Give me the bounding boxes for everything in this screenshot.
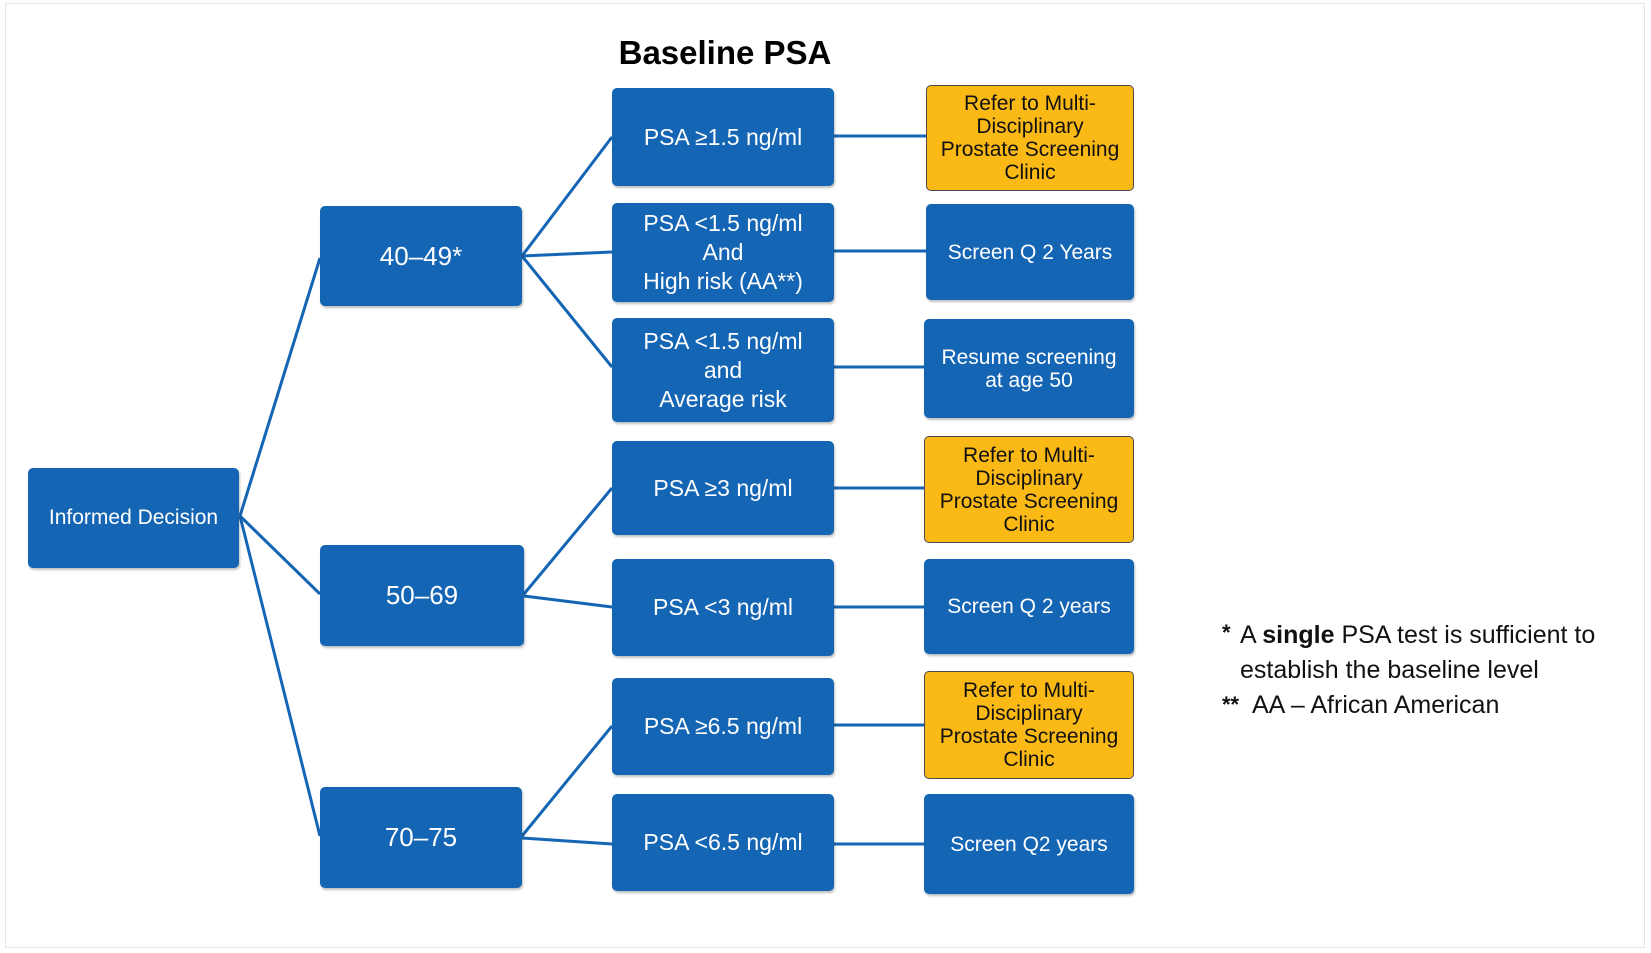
footnote-aa: ** AA – African American	[1222, 688, 1595, 723]
node-psa-lt-1-5-average-risk: PSA <1.5 ng/ml and Average risk	[612, 318, 834, 422]
diagram-frame	[5, 3, 1645, 948]
node-outcome-screen-q2-years: Screen Q2 years	[924, 794, 1134, 894]
footnotes: * A single PSA test is sufficient to esta…	[1222, 618, 1595, 723]
node-label: Informed Decision	[48, 506, 219, 529]
node-outcome-refer-clinic: Refer to Multi- Disciplinary Prostate Sc…	[924, 671, 1134, 779]
node-label: Screen Q 2 years	[947, 595, 1111, 618]
footnote-text-line2: establish the baseline level	[1240, 656, 1539, 684]
node-age-40-49: 40–49*	[320, 206, 522, 306]
footnote-text: AA – African American	[1252, 691, 1500, 719]
node-label: PSA <6.5 ng/ml	[643, 829, 803, 855]
node-outcome-refer-clinic: Refer to Multi- Disciplinary Prostate Sc…	[926, 85, 1134, 191]
connector-age1-psa2	[521, 250, 613, 258]
footnote-mark: **	[1222, 692, 1240, 717]
footnote-single-psa: * A single PSA test is sufficient to	[1222, 618, 1595, 653]
footnote-text-post: PSA test is sufficient to	[1334, 621, 1596, 649]
node-psa-lt-1-5-high-risk: PSA <1.5 ng/ml And High risk (AA**)	[612, 203, 834, 302]
node-outcome-screen-q2-years: Screen Q 2 Years	[926, 204, 1134, 300]
node-outcome-screen-q2-years: Screen Q 2 years	[924, 559, 1134, 654]
node-outcome-refer-clinic: Refer to Multi- Disciplinary Prostate Sc…	[924, 436, 1134, 543]
node-label: Screen Q2 years	[950, 832, 1108, 856]
node-psa-ge-6-5: PSA ≥6.5 ng/ml	[612, 678, 834, 775]
footnote-single-psa-line2: establish the baseline level	[1222, 653, 1595, 688]
node-label: PSA <3 ng/ml	[653, 594, 793, 620]
node-psa-ge-3: PSA ≥3 ng/ml	[612, 441, 834, 535]
connector-age2-psa4	[522, 487, 614, 595]
footnote-text-bold: single	[1262, 621, 1335, 649]
node-label: PSA <1.5 ng/ml And High risk (AA**)	[643, 210, 803, 294]
node-label: PSA <1.5 ng/ml and Average risk	[643, 327, 803, 412]
node-age-50-69: 50–69	[320, 545, 524, 646]
connector-age2-psa5	[523, 594, 613, 609]
connector-age3-psa7	[521, 836, 613, 846]
connector-root-age-1	[238, 257, 322, 517]
connector-root-age-2	[238, 514, 322, 596]
node-psa-ge-1-5: PSA ≥1.5 ng/ml	[612, 88, 834, 186]
connector-age1-psa1	[520, 136, 614, 257]
node-label: Refer to Multi- Disciplinary Prostate Sc…	[939, 443, 1119, 536]
node-label: Refer to Multi- Disciplinary Prostate Sc…	[940, 92, 1120, 184]
footnote-mark: *	[1222, 620, 1231, 645]
node-label: PSA ≥1.5 ng/ml	[643, 123, 803, 150]
node-label: PSA ≥6.5 ng/ml	[643, 713, 803, 739]
node-label: Screen Q 2 Years	[947, 240, 1113, 264]
node-informed-decision: Informed Decision	[28, 468, 239, 568]
node-psa-lt-3: PSA <3 ng/ml	[612, 559, 834, 656]
connector-root-age-3	[238, 515, 322, 837]
footnote-text-pre: A	[1240, 621, 1263, 649]
node-age-70-75: 70–75	[320, 787, 522, 888]
node-label: Resume screening at age 50	[941, 345, 1117, 392]
diagram-title: Baseline PSA	[618, 34, 832, 71]
node-outcome-resume-screening-50: Resume screening at age 50	[924, 319, 1134, 418]
connector-age3-psa6	[520, 725, 614, 837]
node-label: 40–49*	[379, 240, 463, 271]
node-label: 70–75	[384, 822, 458, 852]
node-label: PSA ≥3 ng/ml	[653, 474, 793, 501]
node-label: Refer to Multi- Disciplinary Prostate Sc…	[939, 679, 1119, 771]
node-psa-lt-6-5: PSA <6.5 ng/ml	[612, 794, 834, 891]
connector-age1-psa3	[520, 255, 614, 368]
node-label: 50–69	[385, 580, 459, 610]
